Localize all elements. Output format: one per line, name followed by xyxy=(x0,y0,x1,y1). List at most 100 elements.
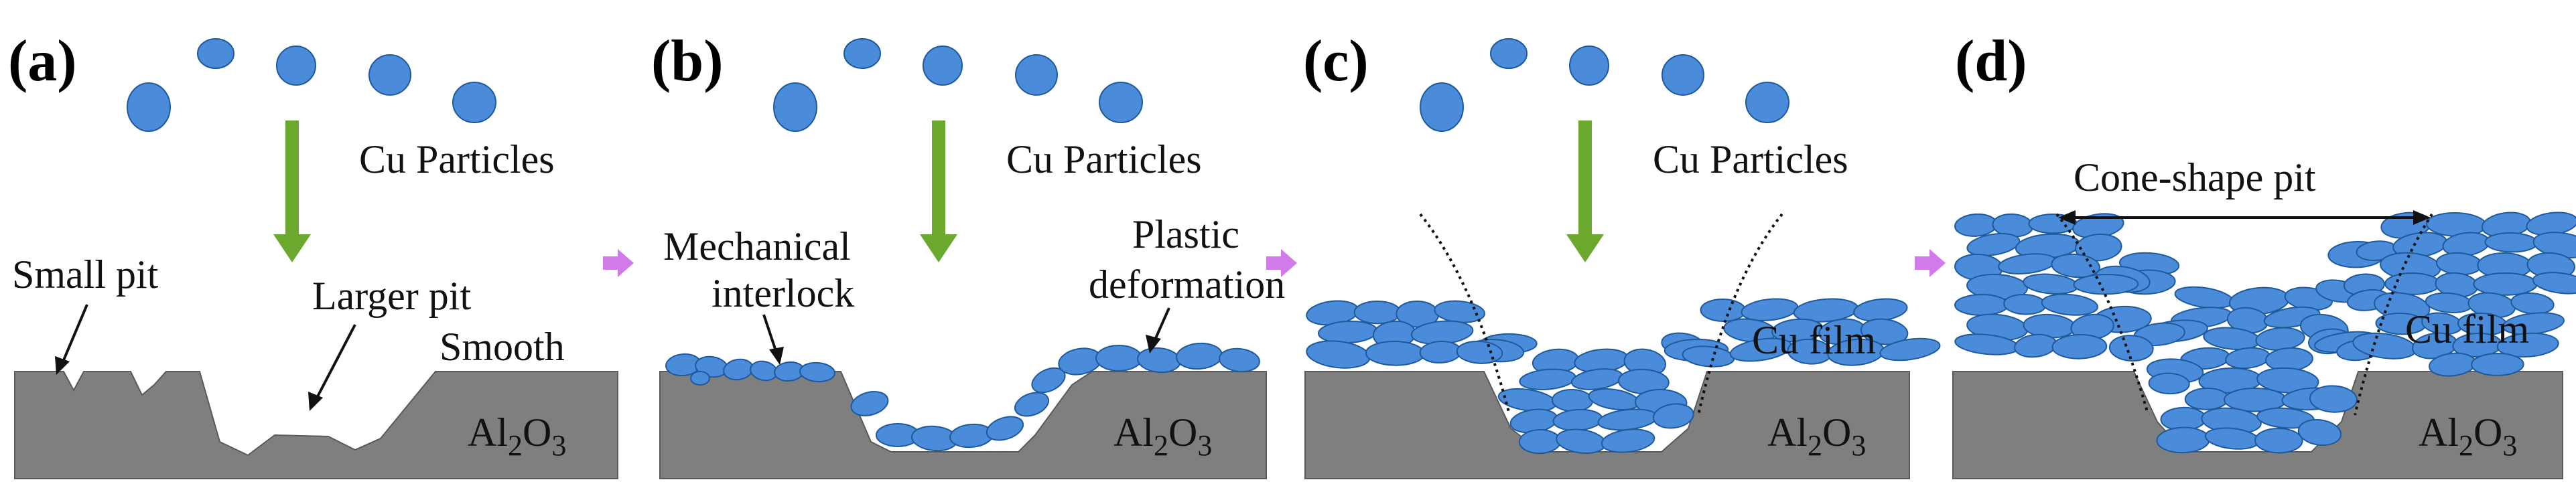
film-particle xyxy=(2041,293,2098,316)
film-particle xyxy=(1860,318,1909,345)
film-particle xyxy=(1518,428,1561,455)
interlock-pointer xyxy=(762,314,784,365)
film-particle xyxy=(1552,408,1603,431)
deposited-particle xyxy=(1031,367,1066,394)
substrate-a xyxy=(14,371,618,479)
panel-a: (a) Cu Particles Small pit Larger pit Sm… xyxy=(8,29,618,479)
film-particle xyxy=(1551,388,1594,412)
film-particle xyxy=(1601,428,1655,453)
falling-particle xyxy=(1662,54,1704,96)
deposited-particle xyxy=(1095,345,1142,372)
deposited-particle xyxy=(850,391,889,416)
film-particle xyxy=(2148,372,2190,395)
cone-pit-dimension xyxy=(2058,210,2431,225)
deposited-particle xyxy=(1014,392,1050,417)
panel-label-b: (b) xyxy=(651,29,724,94)
film-particle xyxy=(1597,408,1658,431)
falling-particles-b xyxy=(773,38,1143,132)
panel-b: (b) Cu Particles Mechanical interlock Pl… xyxy=(651,29,1285,479)
falling-particle xyxy=(276,46,316,86)
deposited-particles-b xyxy=(665,342,1260,452)
guide-lines-c xyxy=(1419,213,1783,416)
film-particle xyxy=(1879,337,1941,361)
falling-particle xyxy=(1015,54,1058,96)
film-particle xyxy=(2532,272,2576,295)
film-particle xyxy=(2496,332,2559,358)
right-arrow-icon xyxy=(603,249,634,277)
falling-particle xyxy=(1490,38,1528,69)
down-arrow-icon xyxy=(920,120,957,262)
falling-particle xyxy=(1569,46,1609,86)
film-particle xyxy=(2254,427,2303,454)
film-particle xyxy=(2384,272,2441,295)
cu-particles-label-b: Cu Particles xyxy=(1006,137,1202,181)
film-particle xyxy=(1456,340,1503,364)
falling-particles-a xyxy=(127,38,496,132)
deposited-particle xyxy=(986,416,1024,441)
falling-particles-c xyxy=(1420,38,1789,132)
panel-label-c: (c) xyxy=(1303,29,1369,94)
cu-particles-label-a: Cu Particles xyxy=(359,137,555,181)
deposited-particle xyxy=(690,371,710,386)
film-particle xyxy=(2473,272,2538,296)
deposited-particle xyxy=(1137,347,1181,374)
film-particle xyxy=(1353,300,1402,325)
down-arrow-icon xyxy=(1566,120,1604,262)
film-particle xyxy=(2484,232,2538,253)
substrate-label-a: Al2O3 xyxy=(468,410,566,462)
cu-film-label-c: Cu film xyxy=(1752,318,1876,362)
panel-d: (d) Cone-shape pit Cu film Al2O3 xyxy=(1952,29,2576,479)
film-particle xyxy=(2309,385,2358,413)
film-particle xyxy=(1365,340,1425,366)
film-particle xyxy=(2108,335,2154,362)
cone-pit-label: Cone-shape pit xyxy=(2074,155,2316,199)
film-particle xyxy=(1306,340,1371,369)
film-particle xyxy=(2073,273,2139,295)
falling-particle xyxy=(368,54,411,96)
substrate-c xyxy=(1304,371,1910,479)
film-particle xyxy=(1954,293,2009,316)
substrate-label-c: Al2O3 xyxy=(1767,410,1866,462)
deposited-particle xyxy=(799,361,835,383)
larger-pit-label: Larger pit xyxy=(312,274,471,318)
falling-particle xyxy=(843,38,881,69)
film-particle xyxy=(1954,213,1998,237)
panel-label-d: (d) xyxy=(1955,29,2027,94)
smooth-label: Smooth xyxy=(439,325,565,369)
right-arrow-icon xyxy=(1266,249,1297,277)
deposited-particle xyxy=(1176,342,1223,370)
cu-film-c xyxy=(1306,298,1941,455)
film-particle xyxy=(1966,233,2021,256)
falling-particle xyxy=(773,82,817,132)
falling-particle xyxy=(197,38,234,69)
film-particle xyxy=(2471,352,2524,376)
panel-label-a: (a) xyxy=(8,29,77,94)
right-arrow-icon xyxy=(1915,249,1946,277)
substrate-d xyxy=(1952,371,2563,479)
substrate-b xyxy=(659,371,1267,479)
mechanical-label: Mechanical xyxy=(663,224,851,268)
film-particle xyxy=(2051,333,2108,359)
falling-particle xyxy=(1420,82,1464,132)
cu-particles-label-c: Cu Particles xyxy=(1653,137,1848,181)
substrate-label-d: Al2O3 xyxy=(2419,410,2517,462)
down-arrow-icon xyxy=(273,120,311,262)
panel-c: (c) Cu Particles Cu film Al2O3 xyxy=(1303,29,1941,479)
small-pit-pointer xyxy=(55,304,88,375)
larger-pit-pointer xyxy=(308,324,356,411)
cu-film-label-d: Cu film xyxy=(2405,307,2529,351)
plastic-label: Plastic xyxy=(1132,212,1239,256)
film-particle xyxy=(2003,293,2047,315)
falling-particle xyxy=(127,82,171,132)
substrate-label-b: Al2O3 xyxy=(1113,410,1212,462)
film-particle xyxy=(2075,233,2122,262)
falling-particle xyxy=(452,82,496,123)
cu-film-d xyxy=(1954,212,2576,454)
film-particle xyxy=(1998,253,2057,274)
deposited-particle xyxy=(1219,347,1260,373)
film-particle xyxy=(1700,298,1747,323)
deformation-pointer xyxy=(1146,307,1170,353)
film-particle xyxy=(2297,419,2342,446)
guide-lines-d xyxy=(2055,213,2433,416)
film-particle xyxy=(2435,252,2483,276)
